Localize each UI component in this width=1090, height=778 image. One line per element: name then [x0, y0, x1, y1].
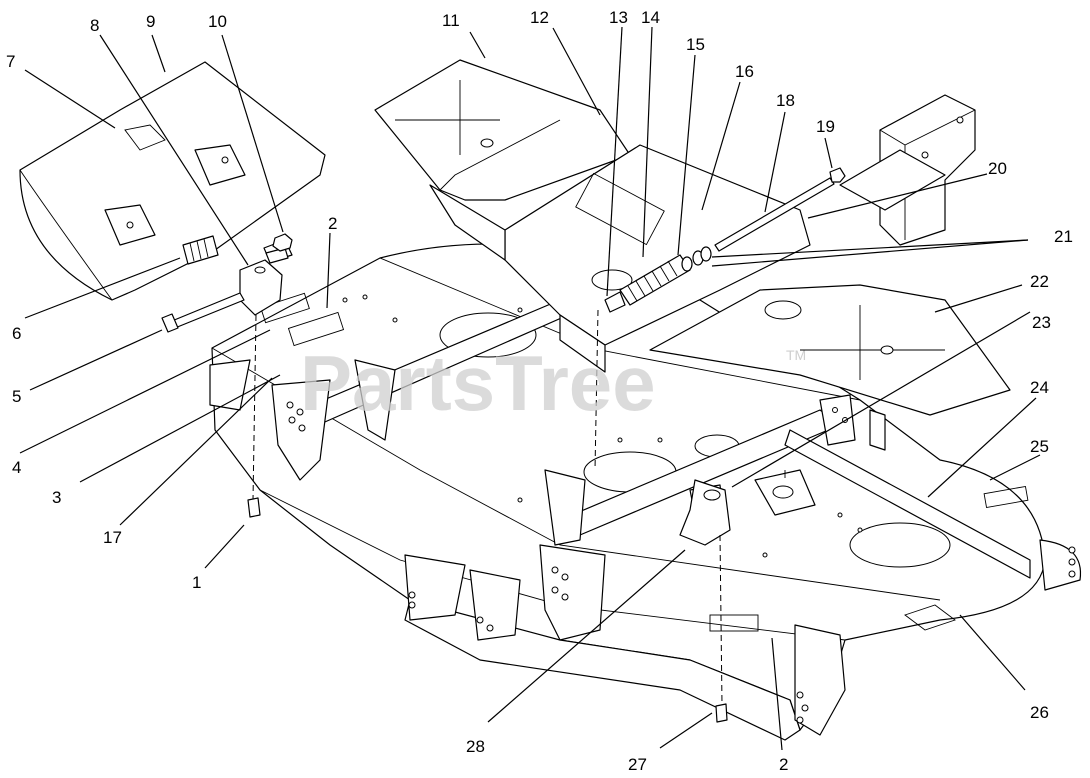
idler-bracket: [679, 479, 731, 546]
deflector-plate-22: [649, 284, 1011, 416]
callout-20: 20: [988, 159, 1007, 178]
callout-17: 17: [103, 528, 122, 547]
callout-9: 9: [146, 12, 155, 31]
bolts: [247, 309, 728, 723]
callout-25: 25: [1030, 437, 1049, 456]
callout-26: 26: [1030, 703, 1049, 722]
callout-2-bottom: 2: [779, 755, 788, 774]
callout-8: 8: [90, 16, 99, 35]
callout-14: 14: [641, 8, 660, 27]
callout-15: 15: [686, 35, 705, 54]
callout-3: 3: [52, 488, 61, 507]
discharge-chute: [19, 61, 326, 301]
callout-2-top: 2: [328, 214, 337, 233]
callout-4: 4: [12, 458, 21, 477]
callout-11: 11: [442, 11, 460, 30]
chute-hardware: [161, 233, 293, 333]
mount-bracket: [839, 94, 976, 246]
callout-24: 24: [1030, 378, 1049, 397]
callout-7: 7: [6, 52, 15, 71]
callout-numbers: 1 2 2 3 4 5 6 7 8 9 10 11 12 13 14 15 16…: [6, 8, 1073, 774]
callout-22: 22: [1030, 272, 1049, 291]
callout-13: 13: [609, 8, 628, 27]
pivot-bracket: [239, 259, 283, 316]
callout-1: 1: [192, 573, 201, 592]
callout-5: 5: [12, 387, 21, 406]
mower-deck: [211, 243, 1082, 741]
deck-brackets: [209, 359, 886, 736]
callout-28: 28: [466, 737, 485, 756]
callout-27: 27: [628, 755, 647, 774]
leader-lines: [19, 26, 1041, 751]
callout-10: 10: [208, 12, 227, 31]
callout-23: 23: [1032, 313, 1051, 332]
callout-19: 19: [816, 117, 835, 136]
center-shroud: [429, 144, 811, 373]
watermark: PartsTree TM: [300, 339, 806, 427]
callout-16: 16: [735, 62, 754, 81]
callout-18: 18: [776, 91, 795, 110]
rod-spring-assembly: [604, 167, 846, 313]
idler-arm-plate: [754, 469, 816, 516]
callout-21: 21: [1054, 227, 1073, 246]
callout-6: 6: [12, 324, 21, 343]
deflector-plate-11: [374, 59, 631, 201]
watermark-tm: TM: [786, 347, 806, 363]
watermark-text: PartsTree: [300, 339, 656, 427]
callout-12: 12: [530, 8, 549, 27]
